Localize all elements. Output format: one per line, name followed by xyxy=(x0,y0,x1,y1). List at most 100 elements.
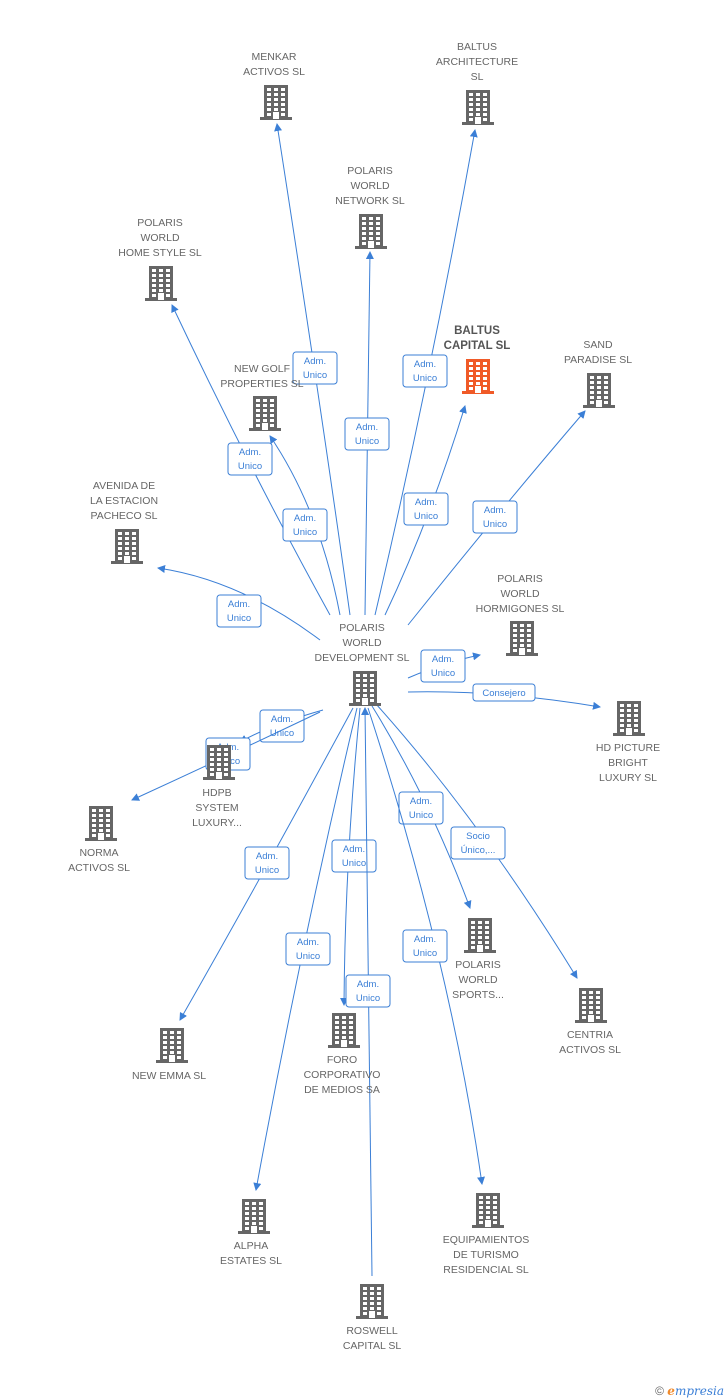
node-label: BALTUS xyxy=(457,41,497,53)
building-icon[interactable] xyxy=(355,214,387,249)
building-icon[interactable] xyxy=(583,373,615,408)
edge-label-button[interactable]: Adm.Unico xyxy=(227,442,273,476)
building-icon[interactable] xyxy=(111,529,143,564)
edge-label-text: Unico xyxy=(293,527,317,538)
edge-center-to-new_emma: Adm. Unico xyxy=(179,707,354,1021)
edge-label-box xyxy=(402,929,448,963)
edge-label-button[interactable]: Adm.Unico xyxy=(403,492,449,526)
edge-label-text: Unico xyxy=(355,436,379,447)
edge-label-text: Unico xyxy=(255,865,279,876)
edge-label-button[interactable]: Adm.Unico xyxy=(420,649,466,683)
edge-label-button[interactable]: Adm.Unico xyxy=(345,974,391,1008)
node-label: BALTUS xyxy=(454,325,500,337)
building-icon[interactable] xyxy=(238,1199,270,1234)
edge-label-text: Unico xyxy=(413,948,437,959)
node-label: HDPB xyxy=(202,787,231,799)
building-icon[interactable] xyxy=(349,671,381,706)
edge-label-button[interactable]: Adm.Unico xyxy=(402,929,448,963)
building-icon[interactable] xyxy=(203,745,235,780)
node-label: CENTRIA xyxy=(567,1029,613,1041)
edges-layer: Adm.UnicoAdm.UnicoAdm.UnicoAdm.UnicoAdm.… xyxy=(131,123,601,1277)
node-label: CAPITAL SL xyxy=(343,1340,402,1352)
building-icon[interactable] xyxy=(85,806,117,841)
edge-label-button[interactable]: Adm.Unico xyxy=(285,932,331,966)
edge-label-text: Adm. xyxy=(256,851,278,862)
edge-center-to-centria: SocioÚnico,... xyxy=(375,703,578,979)
empresia-logo-text: mpresia xyxy=(674,1384,724,1398)
building-icon[interactable] xyxy=(156,1028,188,1063)
empresia-logo[interactable]: empresia xyxy=(667,1384,724,1398)
edge-label-text: Adm. xyxy=(343,844,365,855)
building-icon[interactable] xyxy=(613,701,645,736)
node-label: NEW EMMA SL xyxy=(132,1070,206,1082)
edge-label-text: Adm. xyxy=(432,654,454,665)
node-label: LA ESTACION xyxy=(90,495,158,507)
edge-center-to-pw_homestyle: Adm.Unico xyxy=(171,304,331,616)
edge-label-button[interactable]: Adm.Unico xyxy=(331,839,377,873)
node-label: ARCHITECTURE xyxy=(436,56,518,68)
edge-label-button[interactable]: Adm.Unico xyxy=(216,594,262,628)
edge-label-button[interactable]: Adm.Unico xyxy=(259,709,305,743)
node-label: CORPORATIVO xyxy=(304,1069,381,1081)
edge-label-box xyxy=(472,683,536,702)
building-icon[interactable] xyxy=(462,359,494,394)
node-hdpb[interactable]: HDPBSYSTEMLUXURY... xyxy=(192,745,242,829)
node-label: SAND xyxy=(583,339,613,351)
node-label: ACTIVOS SL xyxy=(68,862,130,874)
edge-label-button[interactable]: SocioÚnico,... xyxy=(450,826,506,860)
building-icon[interactable] xyxy=(575,988,607,1023)
edge-label-box xyxy=(331,839,377,873)
building-icon[interactable] xyxy=(260,85,292,120)
edge-label-button[interactable]: Adm.Unico xyxy=(282,508,328,542)
building-icon[interactable] xyxy=(249,396,281,431)
edge-label-text: Unico xyxy=(356,993,380,1004)
building-icon[interactable] xyxy=(462,90,494,125)
building-icon[interactable] xyxy=(506,621,538,656)
building-icon[interactable] xyxy=(356,1284,388,1319)
node-new_emma[interactable]: NEW EMMA SL xyxy=(132,1028,206,1082)
node-label: HORMIGONES SL xyxy=(476,603,565,615)
node-label: WORLD xyxy=(350,180,390,192)
building-icon[interactable] xyxy=(472,1193,504,1228)
node-label: DE MEDIOS SA xyxy=(304,1084,380,1096)
building-icon[interactable] xyxy=(145,266,177,301)
edge-label-box xyxy=(450,826,506,860)
edge-center-to-pw_hormigones: Adm.Unico xyxy=(407,649,481,683)
node-label: RESIDENCIAL SL xyxy=(443,1264,529,1276)
node-label: LUXURY SL xyxy=(599,772,657,784)
node-label: LUXURY... xyxy=(192,817,242,829)
node-label: DEVELOPMENT SL xyxy=(315,652,410,664)
edge-label-button[interactable]: Consejero xyxy=(472,683,536,702)
edge-label-button[interactable]: Adm.Unico xyxy=(402,354,448,388)
building-icon[interactable] xyxy=(328,1013,360,1048)
edge-label-button[interactable]: Adm.Unico xyxy=(292,351,338,385)
edge-label-button[interactable]: Adm.Unico xyxy=(344,417,390,451)
edge-label-button[interactable]: Adm. Unico xyxy=(244,846,290,880)
edge-label-button[interactable]: Adm.Unico xyxy=(472,500,518,534)
building-icon[interactable] xyxy=(464,918,496,953)
edge-label-text: Unico xyxy=(227,613,251,624)
edge-label-box xyxy=(292,351,338,385)
node-pw_sports[interactable]: POLARISWORLDSPORTS... xyxy=(452,918,504,1001)
edge-label-box xyxy=(420,649,466,683)
edge-label-button[interactable]: Adm.Unico xyxy=(398,791,444,825)
edge-label-box xyxy=(402,354,448,388)
edge-label-text: Unico xyxy=(409,810,433,821)
